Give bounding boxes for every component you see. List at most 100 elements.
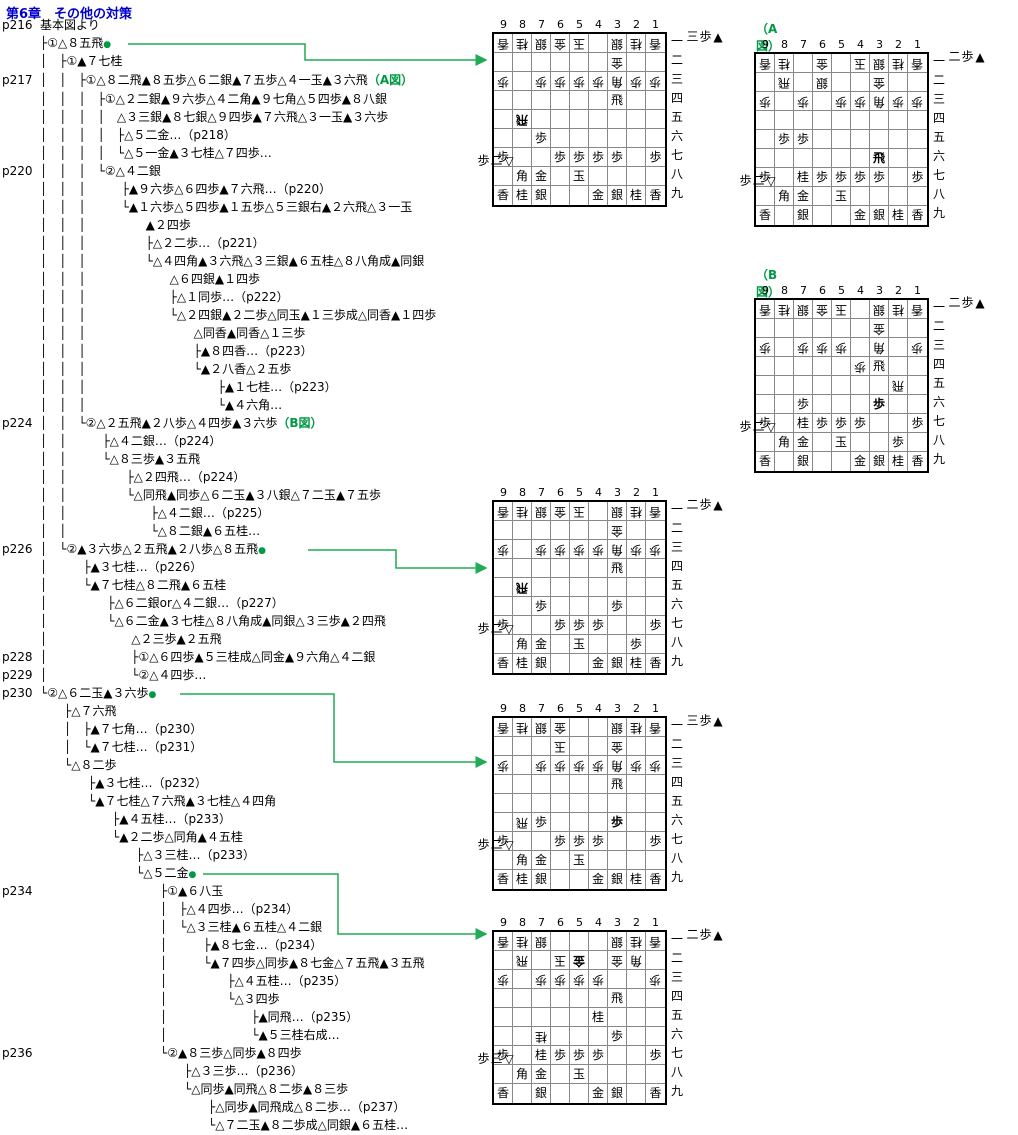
rank-number: 一 (671, 718, 684, 732)
rank-number: 九 (933, 452, 946, 466)
board-square (889, 414, 908, 433)
variation-text: │ │ │ ├▲８四香…（p223） (40, 344, 313, 358)
board-square: 歩 (813, 414, 832, 433)
rank-number: 六 (671, 597, 684, 611)
board-square (513, 1027, 532, 1046)
board-square (646, 737, 665, 756)
board-square (532, 1008, 551, 1027)
gote-hand: ▽二歩 (738, 420, 778, 434)
board-square (908, 376, 927, 395)
shogi-piece: 銀 (534, 188, 547, 202)
board-square: 玉 (570, 34, 589, 53)
variation-line: │ ├▲８七金…（p234） (40, 938, 322, 952)
board-square (608, 1046, 627, 1065)
shogi-piece: 桂 (515, 656, 528, 670)
board-square (589, 813, 608, 832)
variation-text: ├①▲６八玉 (40, 884, 224, 898)
shogi-piece: 銀 (610, 505, 623, 519)
shogi-piece: 歩 (591, 150, 604, 164)
variation-text: ├△７六飛 (40, 704, 117, 718)
board-square: 銀 (608, 34, 627, 53)
board-square: 玉 (570, 1065, 589, 1084)
variation-text: ├①△８五飛 (40, 36, 104, 50)
board-square: 歩 (832, 168, 851, 187)
shogi-piece: 歩 (534, 599, 547, 613)
board-square: 歩 (532, 756, 551, 775)
board-square: 歩 (646, 148, 665, 167)
figure-tag: （B図） (277, 416, 323, 430)
board-square (532, 737, 551, 756)
board-square (775, 168, 794, 187)
board-square: 歩 (870, 168, 889, 187)
file-number: 9 (762, 284, 769, 297)
board-square: 歩 (532, 970, 551, 989)
shogi-piece: 桂 (629, 505, 642, 519)
shogi-piece: 金 (815, 303, 828, 317)
board-square: 歩 (589, 72, 608, 91)
board-square: 飛 (513, 110, 532, 129)
board-square (513, 616, 532, 635)
shogi-piece: 歩 (629, 75, 642, 89)
board-square (494, 91, 513, 110)
sente-hand: ▲歩二 (685, 928, 725, 942)
variation-line: │ │ │ └②△４二銀 (40, 164, 161, 178)
variation-line: │ │ └△８二銀▲６五桂… (40, 524, 260, 538)
shogi-piece: 香 (496, 656, 509, 670)
rank-number: 五 (671, 110, 684, 124)
shogi-piece: 銀 (610, 872, 623, 886)
board-square: 香 (756, 300, 775, 319)
board-square (832, 319, 851, 338)
shogi-piece: 歩 (911, 341, 924, 355)
shogi-piece: 歩 (534, 131, 547, 145)
shogi-piece: 香 (911, 454, 924, 468)
shogi-piece: 桂 (515, 935, 528, 949)
variation-text: │ ├▲３七桂…（p226） (40, 560, 203, 574)
variation-line: │ └②▲３六歩△２五飛▲２八歩△８五飛● (40, 542, 266, 558)
shogi-piece: 角 (777, 189, 790, 203)
shogi-piece: 歩 (853, 170, 866, 184)
board-square (794, 149, 813, 168)
board-square: 歩 (832, 414, 851, 433)
shogi-piece: 桂 (891, 454, 904, 468)
variation-text: ├△３三桂…（p233） (40, 848, 255, 862)
shogi-piece: 玉 (572, 1067, 585, 1081)
board-square (494, 794, 513, 813)
board-square: 桂 (513, 870, 532, 889)
board-square (589, 110, 608, 129)
file-number: 7 (538, 916, 545, 929)
board-square: 香 (756, 452, 775, 471)
file-number: 9 (500, 486, 507, 499)
variation-text: │ ├▲７七角…（p230） (40, 722, 203, 736)
shogi-piece: 飛 (872, 359, 885, 373)
shogi-piece: 香 (496, 37, 509, 51)
board-square (494, 989, 513, 1008)
board-square: 角 (627, 951, 646, 970)
shogi-piece: 玉 (834, 303, 847, 317)
board-square (513, 737, 532, 756)
board-square (532, 832, 551, 851)
board-square (627, 851, 646, 870)
file-number: 4 (857, 284, 864, 297)
board-square: 歩 (608, 813, 627, 832)
shogi-piece: 歩 (758, 341, 771, 355)
file-number: 3 (614, 916, 621, 929)
board-square (570, 186, 589, 205)
board-square (551, 932, 570, 951)
board-square (570, 53, 589, 72)
shogi-piece: 香 (496, 872, 509, 886)
board-square (570, 578, 589, 597)
gote-hand: ▽二歩 (738, 174, 778, 188)
rank-number: 四 (671, 989, 684, 1003)
board-square (532, 794, 551, 813)
file-number: 1 (652, 18, 659, 31)
variation-text: │ └△６二金▲３七桂△８八角成▲同銀△３三歩▲２四飛 (40, 614, 386, 628)
board-square (813, 395, 832, 414)
file-number: 7 (538, 702, 545, 715)
board-square (570, 989, 589, 1008)
rank-number: 八 (671, 1065, 684, 1079)
board-square (513, 91, 532, 110)
board-square: 桂 (889, 300, 908, 319)
variation-text: ├△３三歩…（p236） (40, 1064, 303, 1078)
rank-number: 五 (671, 578, 684, 592)
